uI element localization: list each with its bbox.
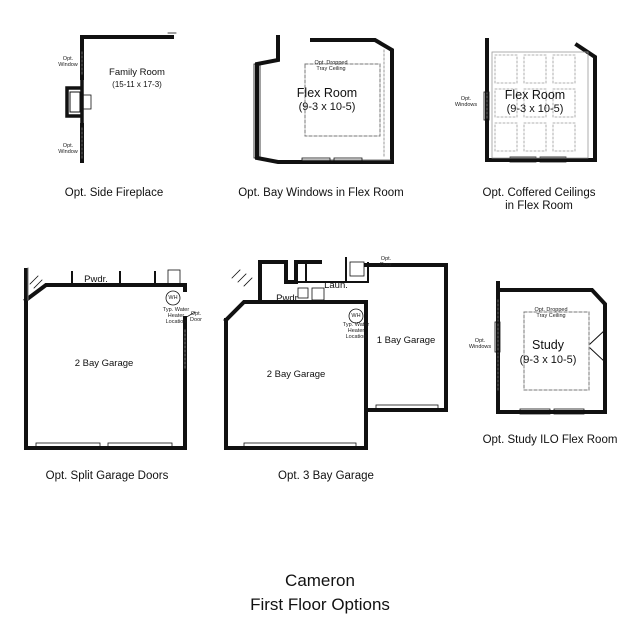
study-room-name: Study [532, 338, 564, 352]
three-bay-garage-plan [223, 257, 448, 450]
typ-water-heater-split: Typ. Water Heater Location [162, 307, 190, 326]
dropped-ceiling-label: Opt. Dropped Tray Ceiling [314, 60, 348, 73]
opt-door-label-three-bay: Opt. Door [380, 256, 392, 269]
opt-door-label-split: Opt. Door [190, 311, 202, 324]
family-room-name: Family Room [109, 67, 165, 78]
two-bay-garage-label-split: 2 Bay Garage [74, 358, 134, 369]
wh-label-split: WH [168, 295, 178, 301]
caption-three-bay-garage: Opt. 3 Bay Garage [278, 470, 374, 482]
bay-windows-plan [253, 35, 394, 164]
one-bay-garage-label: 1 Bay Garage [376, 335, 436, 346]
caption-split-garage: Opt. Split Garage Doors [45, 470, 169, 482]
opt-windows-label-study: Opt. Windows [468, 338, 492, 351]
flex-room-name-coffered: Flex Room [504, 88, 566, 102]
opt-windows-label-coffered: Opt. Windows [454, 96, 478, 109]
laun-label: Laun. [324, 280, 348, 291]
pwdr-label-split: Pwdr. [84, 274, 108, 285]
dropped-ceiling-label-study: Opt. Dropped Tray Ceiling [534, 307, 568, 320]
caption-coffered: Opt. Coffered Ceilings in Flex Room [482, 187, 596, 213]
caption-bay-windows: Opt. Bay Windows in Flex Room [238, 187, 404, 199]
coffered-ceiling-plan [483, 38, 597, 163]
study-plan [494, 281, 607, 415]
wh-label-three-bay: WH [351, 313, 361, 319]
two-bay-garage-label-three-bay: 2 Bay Garage [266, 369, 326, 380]
pwdr-label-three-bay: Pwdr. [276, 293, 300, 304]
flex-room-dims-coffered: (9-3 x 10-5) [506, 103, 564, 115]
caption-study: Opt. Study ILO Flex Room [482, 434, 618, 446]
opt-window-bottom-label: Opt. Window [58, 143, 78, 156]
page-title: Cameron [285, 571, 355, 590]
study-room-dims: (9-3 x 10-5) [519, 354, 577, 366]
family-room-dims: (15-11 x 17-3) [112, 80, 162, 89]
opt-window-top-label: Opt. Window [58, 56, 78, 69]
caption-side-fireplace: Opt. Side Fireplace [64, 187, 164, 199]
page-subtitle: First Floor Options [250, 595, 390, 614]
flex-room-name-bay: Flex Room [296, 86, 358, 100]
split-garage-plan [23, 267, 196, 450]
typ-water-heater-three-bay: Typ. Water Heater Location [342, 322, 370, 341]
side-fireplace-plan [65, 32, 177, 163]
flex-room-dims-bay: (9-3 x 10-5) [298, 101, 356, 113]
